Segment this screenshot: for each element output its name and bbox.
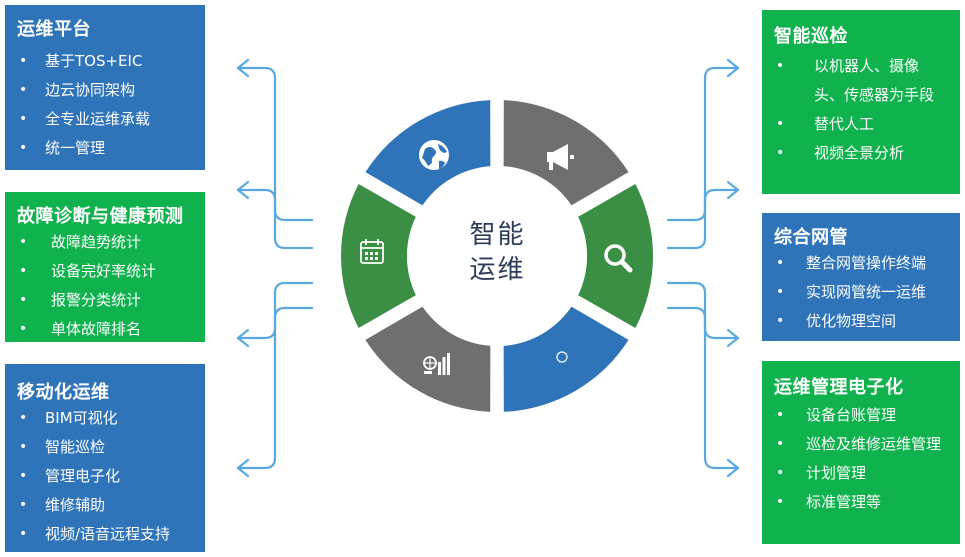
arrow-to-network-mgmt-2 — [666, 281, 740, 348]
panel-title: 综合网管 — [774, 227, 848, 248]
list-item: 基于TOS+EIC — [17, 47, 205, 76]
list-item: 智能巡检 — [17, 433, 205, 462]
ring-segment-chart — [365, 306, 491, 412]
arrow-to-network-mgmt — [666, 180, 740, 250]
ring — [340, 100, 654, 412]
ring-segment-calendar — [340, 183, 416, 329]
list-item: 故障趋势统计 — [17, 228, 205, 257]
panel-mobile-ops: 移动化运维 BIM可视化 智能巡检 管理电子化 维修辅助 视频/语音远程支持 — [5, 364, 205, 552]
panel-smart-inspection: 智能巡检 以机器人、摄像头、传感器为手段 替代人工 视频全景分析 — [762, 10, 960, 194]
list-item: BIM可视化 — [17, 404, 205, 433]
arrow-to-mobile-ops — [236, 281, 314, 348]
arrow-to-fault-diagnosis — [236, 180, 314, 250]
list-item: 全专业运维承载 — [17, 105, 205, 134]
center-label-line1: 智能 — [469, 220, 526, 250]
list-item: 边云协同架构 — [17, 76, 205, 105]
panel-ops-digitization: 运维管理电子化 设备台账管理 巡检及维修运维管理 计划管理 标准管理等 — [762, 361, 960, 544]
arrow-to-ops-platform — [236, 58, 314, 222]
arrow-to-smart-inspection — [666, 58, 740, 222]
list-item: 管理电子化 — [17, 462, 205, 491]
panel-title: 智能巡检 — [774, 26, 848, 47]
arrow-to-mobile-ops-2 — [236, 306, 314, 478]
calendar-icon — [360, 239, 384, 264]
list-item: 替代人工 — [774, 110, 960, 139]
left-connectors — [236, 58, 314, 478]
list-item: 视频全景分析 — [774, 139, 960, 168]
panel-title: 运维平台 — [17, 19, 91, 40]
circle-icon — [556, 351, 568, 363]
list-item: 报警分类统计 — [17, 286, 205, 315]
panel-fault-diagnosis: 故障诊断与健康预测 故障趋势统计 设备完好率统计 报警分类统计 单体故障排名 — [5, 192, 205, 344]
arrow-to-ops-digitization — [666, 306, 740, 478]
list-item: 实现网管统一运维 — [774, 278, 960, 307]
globe-icon — [419, 140, 449, 170]
list-item: 设备台账管理 — [774, 401, 960, 430]
panel-network-mgmt: 综合网管 整合网管操作终端 实现网管统一运维 优化物理空间 — [762, 213, 960, 341]
megaphone-icon — [547, 144, 574, 170]
panel-ops-platform: 运维平台 基于TOS+EIC 边云协同架构 全专业运维承载 统一管理 — [5, 5, 205, 170]
center-label-line2: 运维 — [469, 255, 526, 285]
center-label: 智能 运维 — [440, 218, 555, 288]
list-item: 维修辅助 — [17, 491, 205, 520]
search-icon — [604, 244, 633, 273]
panel-title: 运维管理电子化 — [774, 377, 904, 398]
center-circle — [407, 166, 587, 346]
list-item: 统一管理 — [17, 134, 205, 163]
right-connectors — [666, 58, 740, 478]
ring-segment-search — [578, 183, 654, 329]
list-item: 计划管理 — [774, 459, 960, 488]
bar-chart-icon — [423, 353, 450, 375]
list-item: 以机器人、摄像头、传感器为手段 — [774, 52, 960, 110]
panel-title: 故障诊断与健康预测 — [17, 206, 184, 227]
list-item: 标准管理等 — [774, 488, 960, 517]
list-item: 单体故障排名 — [17, 315, 205, 344]
panel-title: 移动化运维 — [17, 382, 110, 403]
list-item: 设备完好率统计 — [17, 257, 205, 286]
list-item: 优化物理空间 — [774, 307, 960, 336]
list-item: 巡检及维修运维管理 — [774, 430, 960, 459]
list-item: 整合网管操作终端 — [774, 249, 960, 278]
list-item: 视频/语音远程支持 — [17, 520, 205, 549]
